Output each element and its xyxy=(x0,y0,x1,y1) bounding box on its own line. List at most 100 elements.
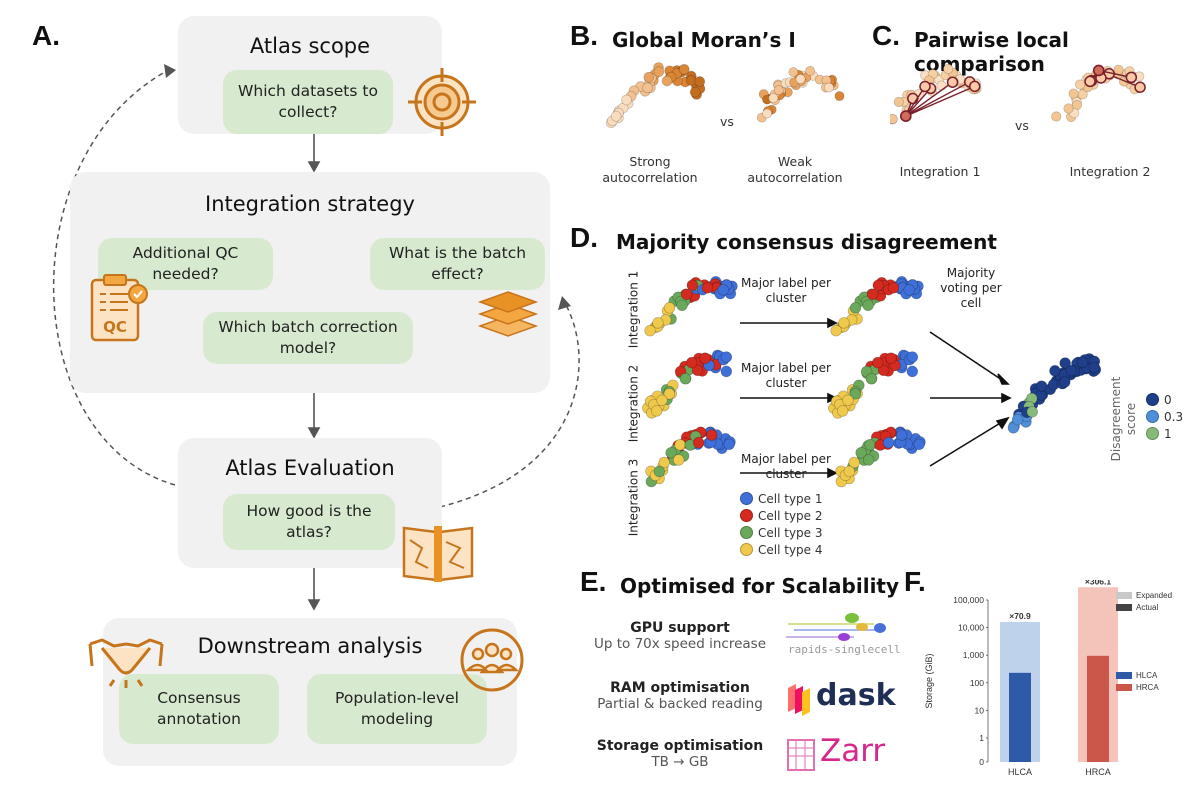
strong-autocorrelation-cell xyxy=(678,63,690,75)
integration2-neighborhood-neighbor xyxy=(1084,75,1096,88)
y-tick-label: 10 xyxy=(975,705,985,715)
integration2-cell xyxy=(720,351,733,363)
bar-annotation: ×70.9 xyxy=(1009,611,1031,621)
bar-annotation: ×306.1 xyxy=(1085,580,1112,586)
integration1-neighborhood-edge xyxy=(905,81,953,117)
strong-autocorrelation-cell xyxy=(694,76,706,87)
consensus-cell xyxy=(1076,356,1089,369)
integration1-labeled-cell xyxy=(866,288,879,301)
legend-label: Cell type 3 xyxy=(758,525,823,540)
score-dot xyxy=(1146,410,1159,423)
integration1-neighborhood-neighbor xyxy=(907,92,919,105)
integration2-cell xyxy=(685,356,698,369)
strong-autocorrelation-cell xyxy=(621,94,632,106)
atlas-evaluation-box: Atlas Evaluation How good is the atlas? xyxy=(178,438,442,568)
legend-dot xyxy=(740,543,753,556)
integration3-labeled-cell xyxy=(855,446,867,459)
panel-a-letter: A. xyxy=(32,20,60,51)
bar-actual-hlca xyxy=(1009,672,1031,762)
integration3-cell xyxy=(658,456,670,469)
integration1-cell xyxy=(893,96,904,108)
legend-dot xyxy=(740,526,753,539)
strong-autocorrelation-cell xyxy=(661,75,673,87)
arrow-label-row1: Major label per cluster xyxy=(741,276,831,305)
batch-effect-question: What is the batch effect? xyxy=(370,238,545,290)
integration2-labeled-cell xyxy=(865,372,878,385)
score-0-3: 0.3 xyxy=(1146,408,1183,425)
downstream-analysis-box: Downstream analysis Consensus annotation… xyxy=(103,618,517,766)
integration2-cell xyxy=(699,352,711,364)
arrow-label-row3: Major label per cluster xyxy=(741,452,831,481)
layers-icon xyxy=(477,291,539,337)
integration3-labeled-cell xyxy=(862,454,875,466)
integration1-cell xyxy=(686,279,699,291)
integration1-neighborhood-edge xyxy=(905,87,932,117)
majority-voting-label: Majority voting per cell xyxy=(940,266,1002,310)
score-1: 1 xyxy=(1146,425,1183,442)
score-0: 0 xyxy=(1146,391,1183,408)
y-tick-label: 0 xyxy=(979,757,984,767)
integration3-cell xyxy=(692,436,705,449)
integration1-neighborhood-edge xyxy=(905,81,971,117)
strong-autocorrelation-cell xyxy=(610,110,622,122)
consensus-cell xyxy=(1065,364,1077,377)
panel-d-title: Majority consensus disagreement xyxy=(616,230,997,254)
legend-swatch-expanded xyxy=(1116,592,1132,599)
integration2-labeled-cell xyxy=(906,351,919,363)
y-tick-label: 100,000 xyxy=(953,595,984,605)
integration2-cell xyxy=(691,364,704,377)
score-dot xyxy=(1146,427,1159,440)
legend-cell-type-2: Cell type 2 xyxy=(740,507,823,524)
legend-label: Actual xyxy=(1136,603,1158,612)
integration1-cell xyxy=(701,282,714,294)
legend-label: HRCA xyxy=(1136,683,1159,692)
cell-type-legend: Cell type 1 Cell type 2 Cell type 3 Cell… xyxy=(740,490,823,558)
y-tick-label: 1 xyxy=(979,733,984,743)
population-icon xyxy=(460,628,524,692)
dask-logo: dask xyxy=(786,678,896,720)
integration2-cell xyxy=(679,372,692,385)
disagreement-score-legend: 0 0.3 1 xyxy=(1146,391,1183,442)
atlas-scope-box: Atlas scope Which datasets to collect? xyxy=(178,16,442,134)
weak-autocorrelation-cell xyxy=(805,65,816,76)
rapids-logo-text: rapids-singlecell xyxy=(788,643,901,656)
feature-title: Storage optimisation xyxy=(596,738,764,754)
integration-strategy-title: Integration strategy xyxy=(205,192,415,216)
integration2-cell xyxy=(1063,103,1074,114)
score-label: 1 xyxy=(1164,426,1172,441)
panel-d-letter: D. xyxy=(570,222,598,253)
strong-autocorrelation-cell xyxy=(653,66,665,78)
panel-c-vs: vs xyxy=(1015,118,1029,133)
weak-autocorrelation-cell xyxy=(823,82,834,93)
integration1-labeled-cell xyxy=(872,279,885,291)
integration-strategy-box: Integration strategy Additional QC neede… xyxy=(70,172,550,393)
integration2-labeled-cell xyxy=(871,356,884,369)
integration2-labeled-cell xyxy=(836,405,849,417)
panel-a-connectors xyxy=(52,64,580,611)
integration2-labeled-cell xyxy=(842,394,854,407)
integration1-neighborhood-neighbor xyxy=(946,76,959,88)
integration2-labeled-cell xyxy=(885,352,897,364)
x-tick-label: HRCA xyxy=(1085,767,1111,777)
integration3-labeled-cell xyxy=(848,456,860,469)
panel-e-letter: E. xyxy=(580,566,607,597)
legend-label: Cell type 2 xyxy=(758,508,823,523)
legend-label: HLCA xyxy=(1136,671,1158,680)
integration3-cell xyxy=(674,439,686,451)
panel-b-weak-label: Weak autocorrelation xyxy=(747,154,843,185)
integration1-cell xyxy=(943,64,954,75)
integration2-labeled-cell xyxy=(906,365,919,378)
integration2-cell xyxy=(720,365,733,378)
weak-autocorrelation-cell xyxy=(788,67,799,78)
integration2-cell xyxy=(1068,88,1079,99)
legend-swatch-actual xyxy=(1116,604,1132,611)
integration1-cell xyxy=(676,299,688,312)
panel-c-integration1-label: Integration 1 xyxy=(899,164,981,179)
panel-b-vs: vs xyxy=(720,114,734,129)
panel-b-strong-label: Strong autocorrelation xyxy=(602,154,698,185)
integration2-cell xyxy=(650,405,663,417)
legend-swatch-hrca xyxy=(1116,684,1132,691)
integration1-cell xyxy=(644,324,656,337)
integration1-cell xyxy=(936,80,947,91)
